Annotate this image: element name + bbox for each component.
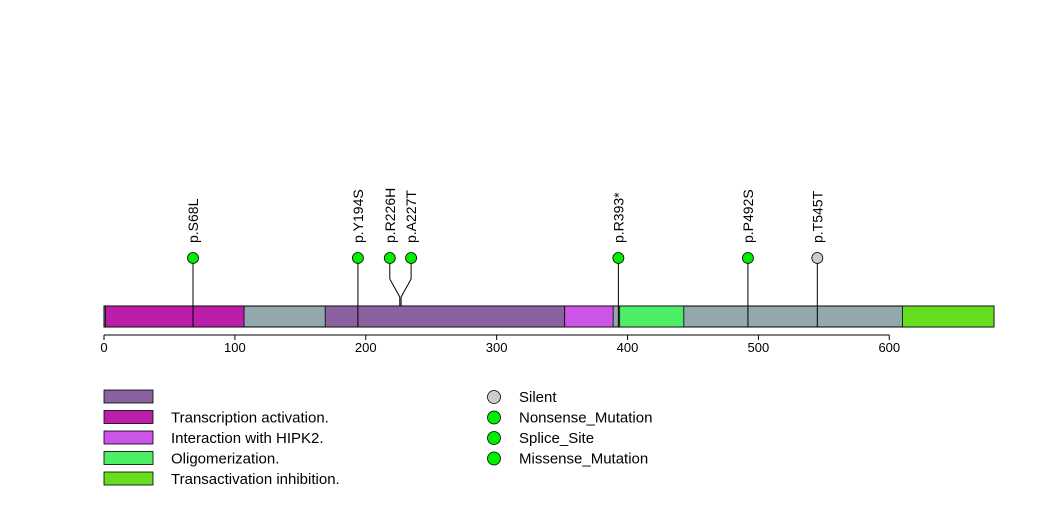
mutation-stem [389,278,401,298]
legend-domain-swatch [103,389,154,404]
mutation-point [187,252,199,264]
domain-bar [104,305,245,328]
legend-domain-label: Interaction with HIPK2. [171,430,324,447]
legend-domain-swatch [103,451,154,465]
domain-bar [901,305,995,328]
legend-type-marker [487,390,501,404]
mutation-type-legend: SilentNonsense_MutationSplice_SiteMissen… [487,389,652,468]
legend-domain-label: Transactivation inhibition. [171,471,340,488]
legend-domain-swatch [103,430,154,445]
mutation-point [811,252,824,264]
mutation-label: p.T545T [809,190,825,243]
domain-group [104,305,995,328]
x-tick-label: 600 [878,340,900,355]
x-tick-label: 200 [355,340,377,355]
mutation-label: p.S68L [185,198,201,243]
domain-bar [324,305,566,328]
mutation-label: p.A227T [403,190,419,243]
mutation-point [612,252,625,264]
legend-type-label: Silent [519,389,557,406]
legend-type-marker [487,410,501,425]
legend-domain-swatch [103,410,154,424]
mutation-point [383,252,396,264]
x-axis: 0 100 200 300 400 500 600 [100,334,900,355]
x-tick-label: 500 [748,340,770,355]
mutation-label: p.R226H [382,188,398,243]
mutation-point [742,252,754,264]
legend-type-marker [487,431,501,445]
legend-domain-label: Oligomerization. [171,451,279,468]
mutation-label: p.R393* [610,192,626,243]
legend-type-label: Splice_Site [519,430,594,447]
mutation-label: p.P492S [740,189,756,243]
domain-bar [619,305,685,328]
mutation-label: p.Y194S [350,189,366,243]
x-tick-label: 300 [486,340,508,355]
mutation-point-group [187,252,824,264]
x-tick-label: 0 [100,340,107,355]
legend-type-label: Nonsense_Mutation [519,410,652,427]
domain-legend: Transcription activation. Interaction wit… [103,389,340,488]
domain-bar [564,305,614,328]
x-tick-label: 400 [617,340,639,355]
mutation-point [405,252,418,264]
legend-type-marker [487,451,501,466]
mutation-point [352,252,364,264]
legend-domain-swatch [103,471,154,486]
mutation-stem [400,278,412,298]
legend-type-label: Missense_Mutation [519,451,648,468]
legend-domain-label: Transcription activation. [171,410,329,427]
mutation-label-group: p.S68L p.Y194S p.R226H p.A227T p.R393* p.P492… [185,188,825,243]
x-tick-label: 100 [224,340,246,355]
